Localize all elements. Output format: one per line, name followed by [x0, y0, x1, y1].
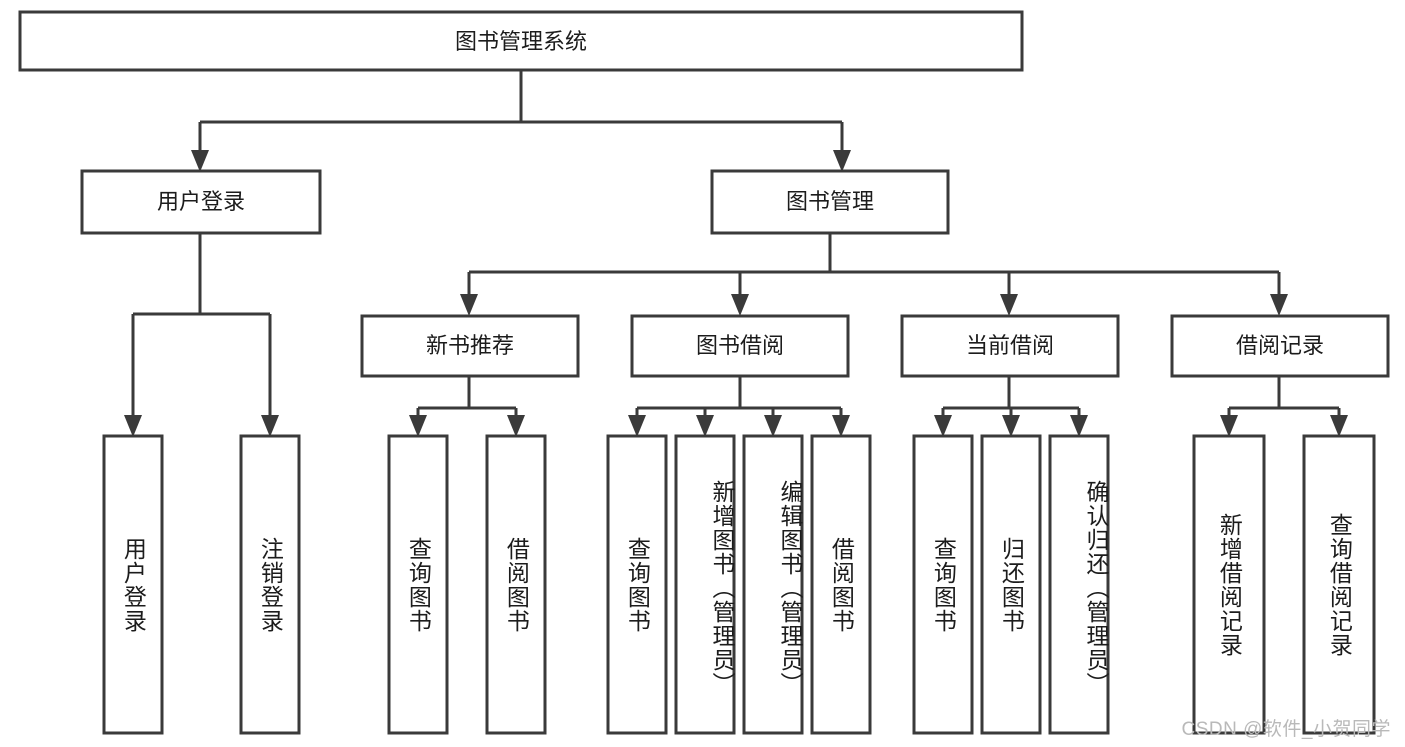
arrow-to-leaf-return-book: [1002, 415, 1020, 437]
arrow-to-borrow-record: [1270, 294, 1288, 316]
connector-user-login-to-leaves: [131, 233, 272, 416]
connector-root-to-level2: [198, 70, 844, 152]
node-leaf-confirm-return[interactable]: [1048, 434, 1110, 735]
connector-book-borrow-to-leaves: [635, 376, 843, 416]
arrow-to-leaf-logout-login: [261, 415, 279, 437]
arrow-to-user-login: [191, 150, 209, 172]
node-current-borrow-label: 当前借阅: [966, 333, 1054, 358]
node-leaf-user-login[interactable]: [102, 434, 164, 735]
node-borrow-record-label: 借阅记录: [1236, 333, 1324, 358]
node-book-manage-label: 图书管理: [786, 189, 874, 214]
arrow-to-leaf-confirm-return: [1070, 415, 1088, 437]
connector-current-borrow-to-leaves: [941, 376, 1081, 416]
arrow-to-new-book-recommend: [460, 294, 478, 316]
node-book-manage[interactable]: [710, 169, 950, 235]
arrow-to-leaf-user-login: [124, 415, 142, 437]
node-leaf-query-book-2[interactable]: [606, 434, 668, 735]
node-new-book-recommend[interactable]: [360, 314, 580, 378]
node-leaf-borrow-book-2[interactable]: [810, 434, 872, 735]
node-leaf-return-book[interactable]: [980, 434, 1042, 735]
node-leaf-borrow-book-1[interactable]: [485, 434, 547, 735]
arrow-to-leaf-query-book-2: [628, 415, 646, 437]
node-leaf-logout-login[interactable]: [239, 434, 301, 735]
arrow-to-leaf-borrow-book-1: [507, 415, 525, 437]
arrow-to-leaf-add-record: [1220, 415, 1238, 437]
node-book-borrow[interactable]: [630, 314, 850, 378]
arrow-to-leaf-borrow-book-2: [832, 415, 850, 437]
arrow-to-current-borrow: [1000, 294, 1018, 316]
node-book-borrow-label: 图书借阅: [696, 333, 784, 358]
node-leaf-query-book-3[interactable]: [912, 434, 974, 735]
arrow-to-leaf-query-book-3: [934, 415, 952, 437]
arrow-to-leaf-query-book-1: [409, 415, 427, 437]
node-root[interactable]: [18, 10, 1024, 72]
connector-book-manage-to-level3: [467, 233, 1281, 296]
node-current-borrow[interactable]: [900, 314, 1120, 378]
node-borrow-record[interactable]: [1170, 314, 1390, 378]
arrow-to-leaf-add-book: [696, 415, 714, 437]
node-user-login-label: 用户登录: [157, 189, 245, 214]
arrow-to-leaf-edit-book: [764, 415, 782, 437]
arrow-to-leaf-query-record: [1330, 415, 1348, 437]
node-root-label: 图书管理系统: [455, 29, 587, 54]
node-user-login[interactable]: [80, 169, 322, 235]
node-leaf-query-record[interactable]: [1302, 434, 1376, 735]
node-leaf-add-book[interactable]: [674, 434, 736, 735]
connector-borrow-record-to-leaves: [1227, 376, 1341, 416]
connector-new-book-recommend-to-leaves: [416, 376, 518, 416]
arrow-to-book-manage: [833, 150, 851, 172]
node-leaf-query-book-1[interactable]: [387, 434, 449, 735]
watermark-text: CSDN @软件_小贺同学: [1181, 719, 1391, 740]
arrow-to-book-borrow: [731, 294, 749, 316]
node-new-book-recommend-label: 新书推荐: [426, 333, 514, 358]
node-leaf-add-record[interactable]: [1192, 434, 1266, 735]
node-leaf-edit-book[interactable]: [742, 434, 804, 735]
